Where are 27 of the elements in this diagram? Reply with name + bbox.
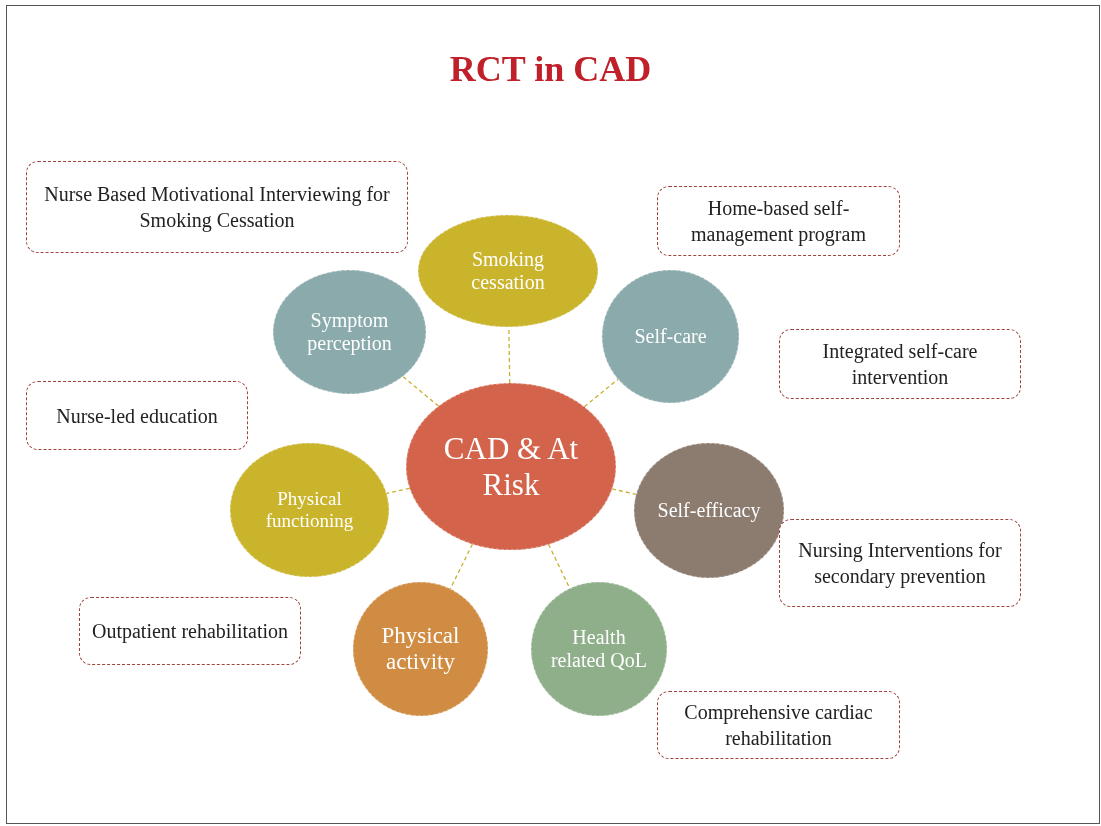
study-box	[26, 381, 248, 450]
node-label: Nurse Based Motivational Interviewing for Smoking Cessation	[43, 182, 391, 233]
node-label: Smoking cessation	[470, 248, 546, 294]
node-label: Symptom perception	[306, 309, 393, 355]
node-label: Home-based self-management program	[690, 196, 867, 247]
node-label: Outpatient rehabilitation	[91, 619, 289, 644]
connector-line	[402, 375, 440, 407]
study-box	[657, 186, 900, 256]
node-label: Self-efficacy	[657, 499, 761, 522]
node-label: Physical activity	[380, 622, 461, 676]
node-label: Self-care	[634, 325, 707, 348]
study-box	[779, 329, 1021, 399]
node-label: Health related QoL	[549, 626, 649, 672]
study-box	[657, 691, 900, 759]
connector-line	[611, 488, 637, 495]
node-label: Physical functioning	[264, 488, 355, 532]
study-box	[779, 519, 1021, 607]
node-label: Comprehensive cardiac rehabilitation	[683, 700, 874, 751]
title: RCT in CAD	[448, 48, 653, 90]
node-label: Integrated self-care intervention	[821, 339, 979, 390]
connector-line	[583, 378, 619, 408]
node-label: CAD & At Risk	[442, 430, 580, 503]
node-label: Nurse-led education	[56, 403, 218, 429]
study-box	[79, 597, 301, 665]
connector-line	[385, 487, 411, 494]
study-box	[26, 161, 408, 253]
node-label: Nursing Interventions for secondary prevention	[797, 538, 1003, 589]
